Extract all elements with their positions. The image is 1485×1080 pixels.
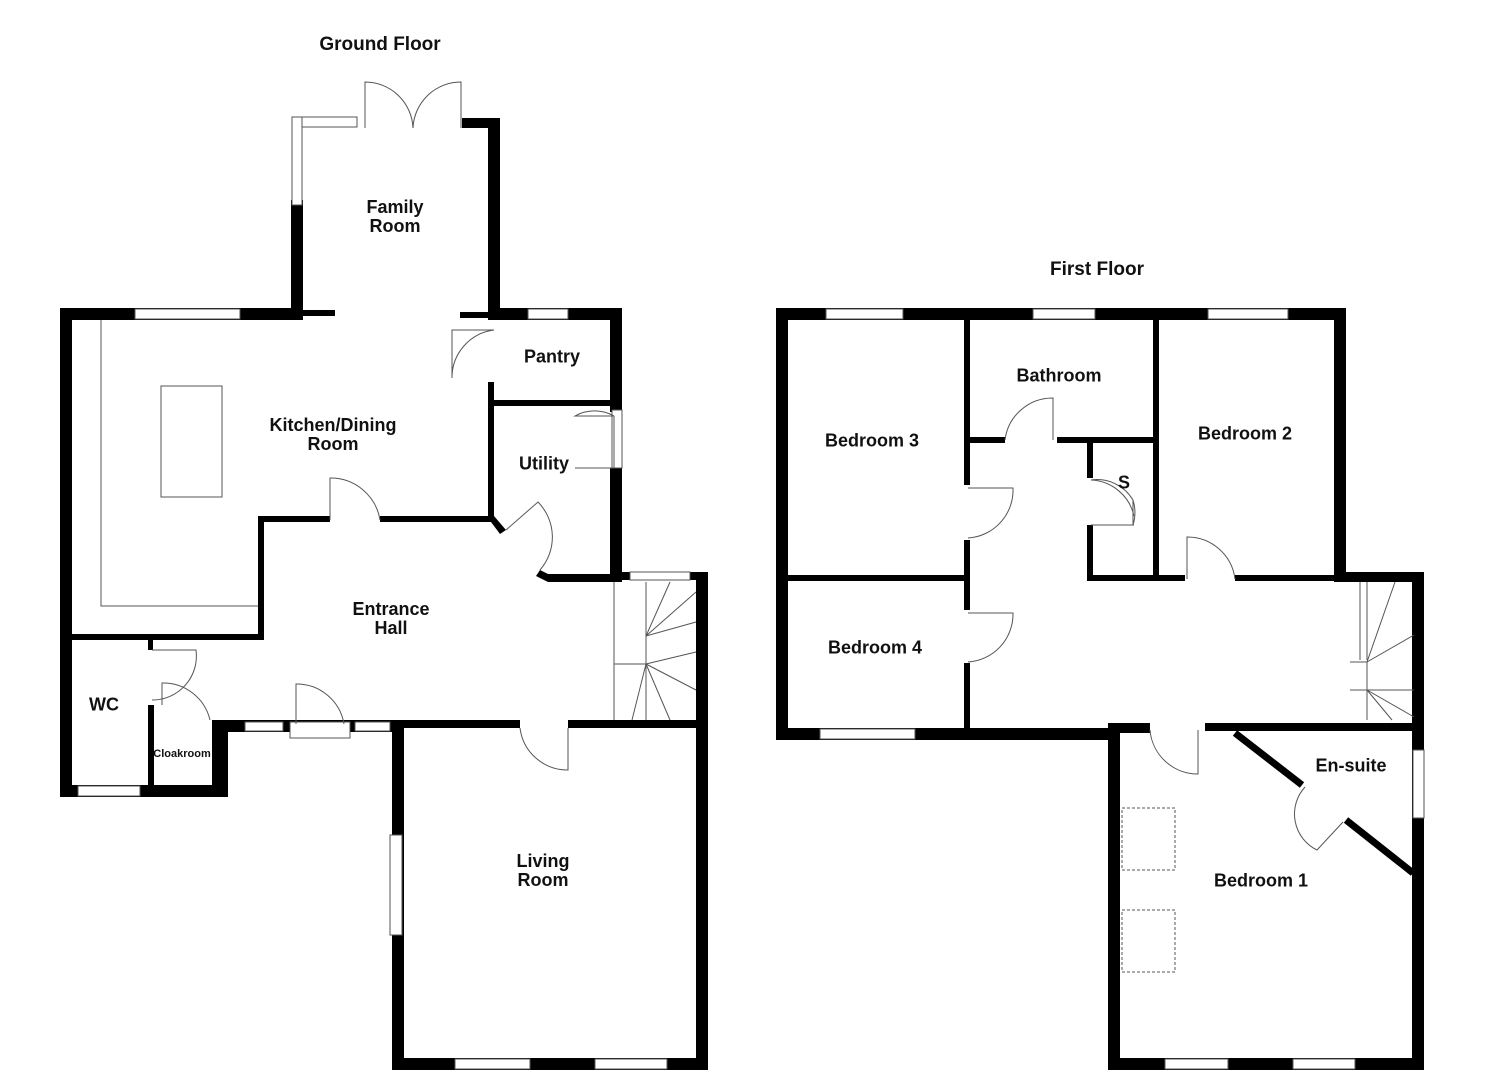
room-label-family-room: Family Room <box>366 197 424 236</box>
room-label-bedroom-3: Bedroom 3 <box>824 430 920 451</box>
room-label-bedroom-1: Bedroom 1 <box>1213 870 1309 891</box>
ground-floor-doors <box>151 81 697 771</box>
room-label-bedroom-4: Bedroom 4 <box>827 637 923 658</box>
ground-floor-windows <box>77 116 691 1070</box>
ground-floor-walls <box>60 118 708 1070</box>
room-label-utility: Utility <box>518 453 570 474</box>
room-label-pantry: Pantry <box>523 346 581 367</box>
room-label-cloakroom: Cloakroom <box>153 748 211 761</box>
room-label-storage: S <box>1117 472 1131 493</box>
room-label-en-suite: En-suite <box>1315 755 1387 776</box>
room-label-bathroom: Bathroom <box>1016 365 1102 386</box>
first-floor-walls <box>776 308 1424 1070</box>
room-label-wc: WC <box>89 694 119 715</box>
first-floor-doors <box>967 397 1415 851</box>
first-floor-title: First Floor <box>1050 259 1144 281</box>
first-floor-windows <box>819 308 1425 1070</box>
ground-floor-title: Ground Floor <box>319 34 441 56</box>
room-label-living-room: Living Room <box>516 851 570 890</box>
room-label-kitchen-dining: Kitchen/Dining Room <box>269 415 397 454</box>
room-label-bedroom-2: Bedroom 2 <box>1197 423 1293 444</box>
room-label-entrance-hall: Entrance Hall <box>352 599 430 638</box>
